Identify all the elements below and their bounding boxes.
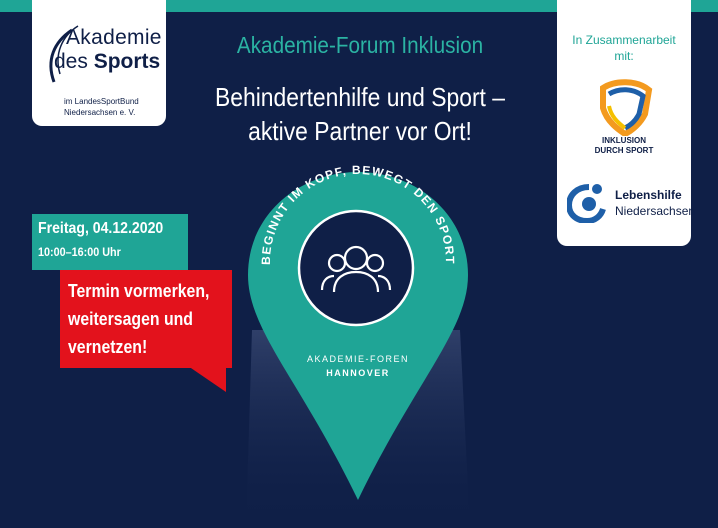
ids-label-line1: INKLUSION (602, 136, 646, 145)
logo-subtitle: im LandesSportBund Niedersachsen e. V. (64, 96, 164, 118)
event-time: 10:00–16:00 Uhr (38, 245, 121, 259)
callout-line1: Termin vormerken, (68, 281, 210, 301)
callout-box (60, 270, 232, 368)
logo-sub1: im LandesSportBund (64, 97, 139, 106)
event-date: Freitag, 04.12.2020 (38, 220, 164, 237)
event-date-box: Freitag, 04.12.2020 10:00–16:00 Uhr (32, 214, 188, 270)
ids-label: INKLUSION DURCH SPORT (579, 136, 669, 156)
lebenshilfe-name: Lebenshilfe (615, 188, 682, 202)
partner-label: In Zusammenarbeit mit: (557, 32, 691, 64)
callout-text: Termin vormerken, weitersagen und vernet… (68, 277, 226, 361)
main-title: Behindertenhilfe und Sport – aktive Part… (202, 80, 519, 148)
logo-sub2: Niedersachsen e. V. (64, 108, 136, 117)
main-title-line1: Behindertenhilfe und Sport – (214, 82, 506, 112)
logo-line2-bold: Sports (93, 50, 161, 73)
pin-subtitle-line2: HANNOVER (326, 368, 390, 378)
main-title-line2: aktive Partner vor Ort! (248, 116, 472, 146)
inklusion-durch-sport-logo-icon (600, 79, 653, 136)
partner-label-line1: In Zusammenarbeit (572, 33, 676, 47)
logo-line1: Akademie (66, 26, 162, 49)
callout-line2: weitersagen und (68, 309, 193, 329)
callout-pointer (188, 366, 226, 392)
forum-title: Akademie-Forum Inklusion (236, 32, 484, 58)
akademie-logo-card: Akademie des Sports im LandesSportBund N… (32, 0, 166, 126)
pin-subtitle-line1: AKADEMIE-FOREN (306, 354, 409, 364)
lebenshilfe-region: Niedersachsen (615, 204, 696, 218)
logo-line2-prefix: des (54, 50, 88, 73)
logo-line2: des Sports (54, 50, 164, 74)
partner-card: In Zusammenarbeit mit: INKLUSION DURCH S… (557, 0, 695, 246)
people-group-icon (320, 245, 392, 293)
ids-label-line2: DURCH SPORT (594, 146, 654, 155)
lebenshilfe-logo-icon (567, 184, 606, 223)
top-accent-band (0, 0, 718, 12)
logo-swoosh-icon (49, 25, 79, 83)
callout-line3: vernetzen! (68, 337, 148, 357)
partner-label-line2: mit: (614, 49, 634, 63)
